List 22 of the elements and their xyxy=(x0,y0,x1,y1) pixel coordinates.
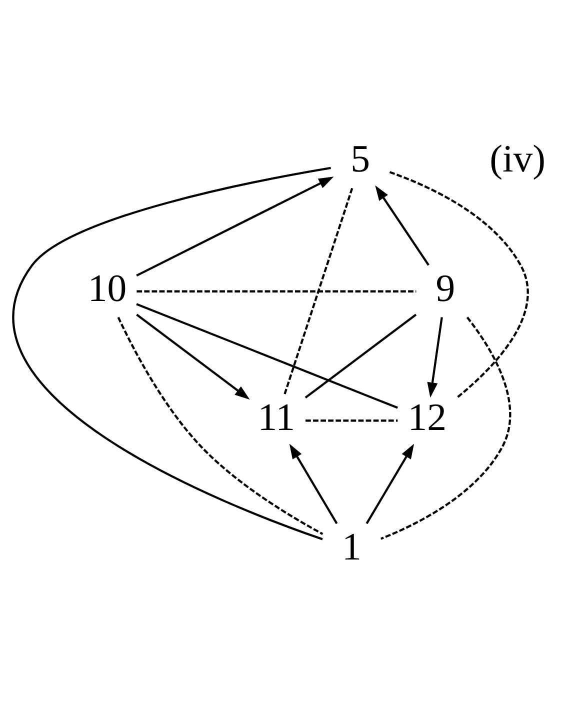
label: (iv) xyxy=(490,138,546,181)
arrow xyxy=(289,444,338,524)
node-text: 10 xyxy=(88,266,127,310)
connector xyxy=(306,420,398,422)
arrow xyxy=(366,444,414,524)
connector xyxy=(136,290,416,292)
connector xyxy=(389,171,529,400)
node-text: 5 xyxy=(350,138,370,181)
connector xyxy=(117,316,324,535)
connector xyxy=(13,166,331,540)
connector xyxy=(380,316,512,540)
arrow xyxy=(427,317,443,398)
node-text: 12 xyxy=(408,396,447,440)
node-text: 9 xyxy=(436,266,456,310)
connector xyxy=(284,188,354,395)
connector xyxy=(136,303,398,409)
arrow xyxy=(136,176,334,277)
arrow xyxy=(136,314,250,400)
node-text: 1 xyxy=(342,525,362,568)
connector xyxy=(304,314,417,399)
node-text: 11 xyxy=(258,396,296,440)
arrow xyxy=(375,185,430,266)
